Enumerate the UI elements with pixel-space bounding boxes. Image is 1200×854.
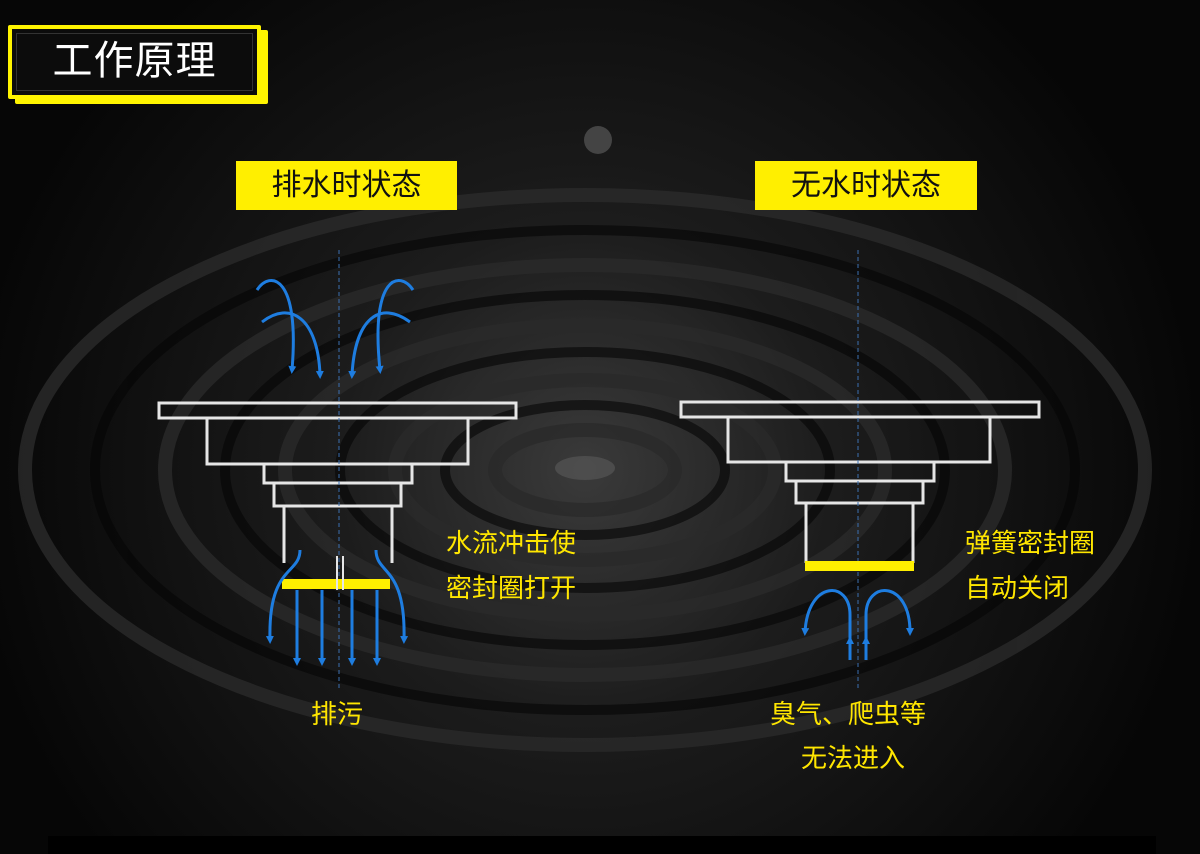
right-blocked-line2: 无法进入 xyxy=(801,744,906,774)
title-box-inner-border xyxy=(16,33,253,91)
left-drain-neck xyxy=(262,462,414,485)
right-blocked-arrow-1 xyxy=(801,589,852,655)
left-inflow-arrow-2 xyxy=(261,311,324,379)
right-drain-plate xyxy=(679,400,1041,419)
left-inflow-arrow-3 xyxy=(375,279,415,374)
right-blocked-arrows xyxy=(801,589,914,660)
left-drain-body-upper xyxy=(205,416,470,466)
left-drain-body xyxy=(157,401,518,563)
left-drain-core xyxy=(282,506,394,563)
left-state-label: 排水时状态 xyxy=(236,161,457,210)
right-drain-ring xyxy=(794,479,925,505)
right-drain-body-upper xyxy=(726,415,992,464)
left-inflow-arrow-1 xyxy=(255,279,297,374)
right-drain-core xyxy=(804,503,915,563)
left-outflow-arrow-2 xyxy=(374,549,409,644)
left-outflow-arrow-1 xyxy=(265,549,302,644)
left-inflow-arrows xyxy=(255,279,415,379)
right-drain-body xyxy=(679,400,1041,563)
left-seal-stem xyxy=(336,556,344,590)
right-drain-neck xyxy=(784,460,936,483)
right-blocked-line1: 臭气、爬虫等 xyxy=(770,700,927,730)
left-caption-line2: 密封圈打开 xyxy=(446,574,577,604)
right-caption-line2: 自动关闭 xyxy=(965,574,1070,604)
left-caption-line1: 水流冲击使 xyxy=(446,529,577,559)
left-inflow-arrow-4 xyxy=(348,311,411,379)
right-seal-closed xyxy=(805,561,914,571)
left-drain-plate xyxy=(157,401,518,420)
right-blocked-arrow-2 xyxy=(864,589,914,655)
page-title: 工作原理 xyxy=(52,38,217,84)
left-outflow-arrows xyxy=(265,549,409,666)
left-drain-ring xyxy=(272,481,403,508)
left-outlet-label: 排污 xyxy=(311,700,364,730)
right-caption-line1: 弹簧密封圈 xyxy=(965,529,1096,559)
right-state-label: 无水时状态 xyxy=(755,161,977,210)
title-box: 工作原理 xyxy=(8,25,261,99)
